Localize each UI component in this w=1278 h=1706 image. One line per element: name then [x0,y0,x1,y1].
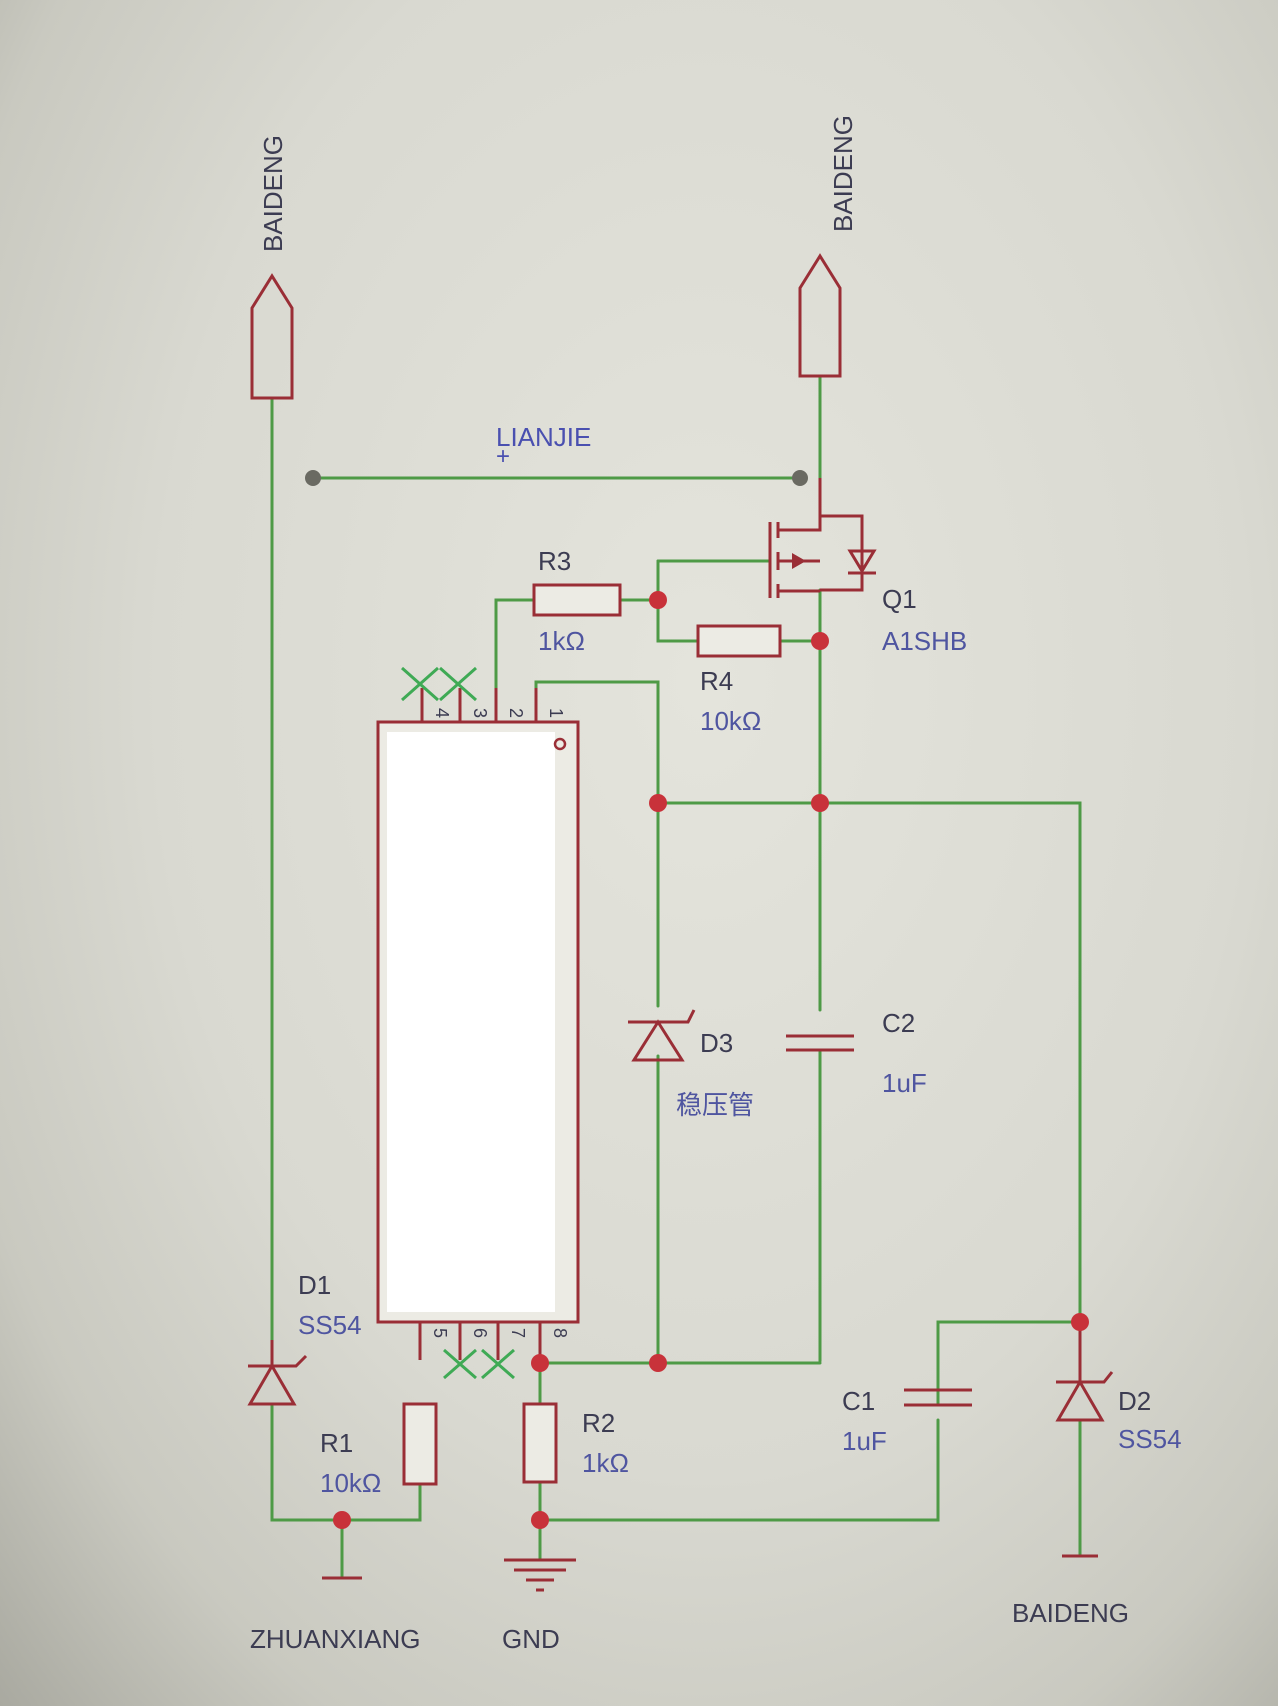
gnd-symbol-icon [504,1558,576,1592]
ic-redacted [387,732,555,1312]
net-top-right: BAIDENG [828,115,858,232]
junctions [333,591,1089,1529]
nc-pin6-icon [443,1348,477,1380]
net-gnd: GND [502,1624,560,1654]
pin1-marker-icon [553,737,567,751]
net-bottom-baideng: BAIDENG [1012,1598,1129,1628]
wire-pin1-d3 [534,680,660,1008]
c2-ref: C2 [882,1008,915,1038]
q1-value: A1SHB [882,626,967,656]
r4-body [696,624,782,658]
nc-pin7-icon [481,1348,515,1380]
ic-pin-8: 8 [550,1328,570,1338]
c2-capacitor [786,1034,854,1052]
nc-pin4-icon [401,666,439,702]
r1-value: 10kΩ [320,1468,381,1498]
ic-pin-1: 1 [546,708,566,718]
ic-pin-4: 4 [432,708,452,718]
d3-value: 稳压管 [676,1090,754,1120]
ic-pin-7: 7 [508,1328,528,1338]
r3-value: 1kΩ [538,626,585,656]
r2-body [522,1402,558,1484]
port-top-right [798,253,842,378]
r2-ref: R2 [582,1408,615,1438]
ic-chip: 4 3 2 1 5 6 7 8 [376,688,580,1363]
c1-capacitor [904,1388,972,1407]
ic-pin-5: 5 [430,1328,450,1338]
d1-ref: D1 [298,1270,331,1300]
c2-value: 1uF [882,1068,927,1098]
nc-pin3-icon [439,666,477,702]
d2-ref: D2 [1118,1386,1151,1416]
d3-ref: D3 [700,1028,733,1058]
q1-arrow-icon [792,553,806,569]
r3-ref: R3 [538,546,571,576]
lianjie-end-left [305,470,321,486]
r2-value: 1kΩ [582,1448,629,1478]
net-top-left: BAIDENG [258,135,288,252]
c1-value: 1uF [842,1426,887,1456]
q1-mosfet [768,478,877,598]
net-lianjie: LIANJIE [496,422,591,452]
d2-value: SS54 [1118,1424,1182,1454]
d3-zener [628,1009,696,1062]
net-zhuanxiang: ZHUANXIANG [250,1624,420,1654]
wire-d1-r1 [270,1404,422,1522]
r1-ref: R1 [320,1428,353,1458]
wire-gate-r4 [656,559,700,643]
wire-vcc-right [656,801,1082,1324]
r1-body [402,1402,438,1486]
ic-pin-6: 6 [470,1328,490,1338]
wire-pin2-r3 [494,598,536,690]
r4-ref: R4 [700,666,733,696]
r3-body [532,583,622,617]
d2-diode [1055,1322,1114,1422]
wire-c1-top [936,1320,1082,1405]
lianjie-end-right [792,470,808,486]
wire-gnd-c1 [538,1418,940,1522]
plus-icon: + [496,443,510,470]
port-top-left [250,273,294,400]
c1-ref: C1 [842,1386,875,1416]
wires [270,374,1082,1578]
q1-body-diode-icon [847,549,877,574]
ic-pin-2: 2 [506,708,526,718]
q1-ref: Q1 [882,584,917,614]
d1-diode [247,1340,308,1406]
no-connect-markers [401,666,515,1380]
r4-value: 10kΩ [700,706,761,736]
ic-pin-3: 3 [470,708,490,718]
d1-value: SS54 [298,1310,362,1340]
